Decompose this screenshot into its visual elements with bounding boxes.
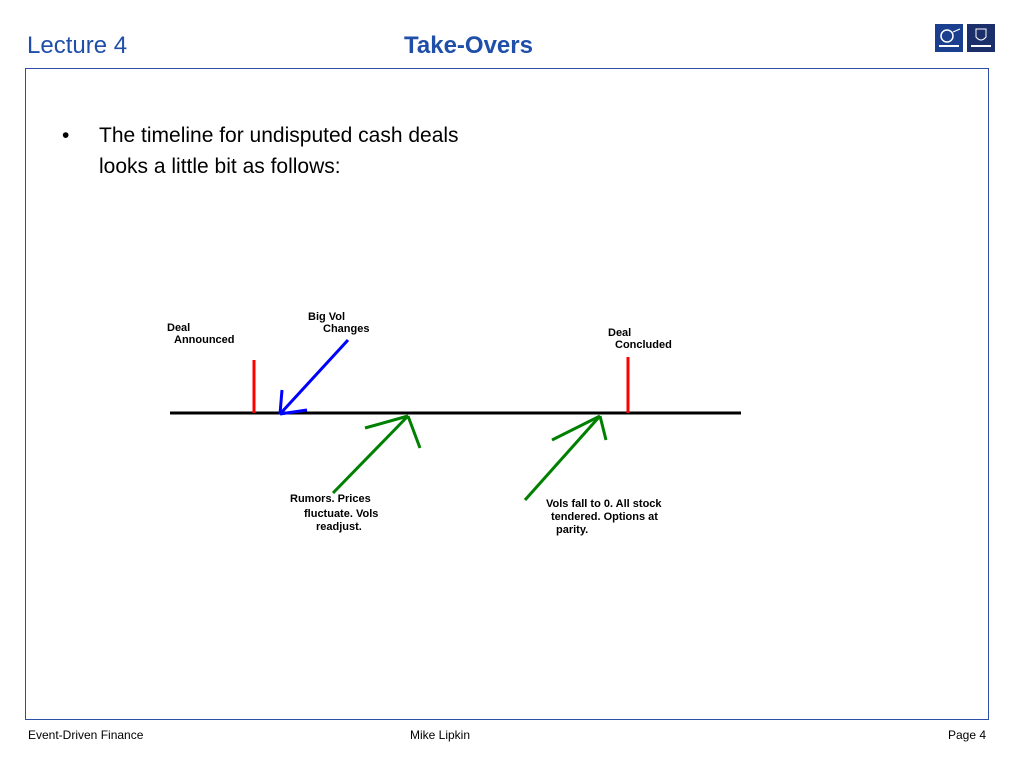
footer-page-number: Page 4	[948, 728, 987, 742]
timeline-diagram: Deal Announced Big Vol Changes Deal Conc…	[167, 311, 741, 536]
vol-change-arrow	[278, 338, 350, 416]
rumors-label: Rumors. Prices fluctuate. Vols readjust.	[290, 493, 381, 533]
deal-announced-label: Deal Announced	[167, 322, 235, 346]
bullet-dot: •	[62, 124, 70, 147]
deal-concluded-label: Deal Concluded	[608, 327, 672, 351]
university-logos	[935, 24, 995, 52]
rumors-arrow	[331, 414, 422, 495]
lecture-label: Lecture 4	[27, 32, 128, 59]
footer-author: Mike Lipkin	[410, 728, 471, 742]
vols-fall-label: Vols fall to 0. All stock tendered. Opti…	[546, 498, 665, 536]
bullet-text: The timeline for undisputed cash deals l…	[99, 124, 459, 178]
concluded-arrow	[523, 414, 608, 501]
business-school-logo	[935, 24, 963, 52]
footer-course: Event-Driven Finance	[28, 728, 144, 742]
slide-title: Take-Overs	[404, 32, 533, 59]
big-vol-label: Big Vol Changes	[308, 311, 369, 335]
oxford-crest-logo	[967, 24, 995, 52]
content-frame	[25, 68, 989, 720]
